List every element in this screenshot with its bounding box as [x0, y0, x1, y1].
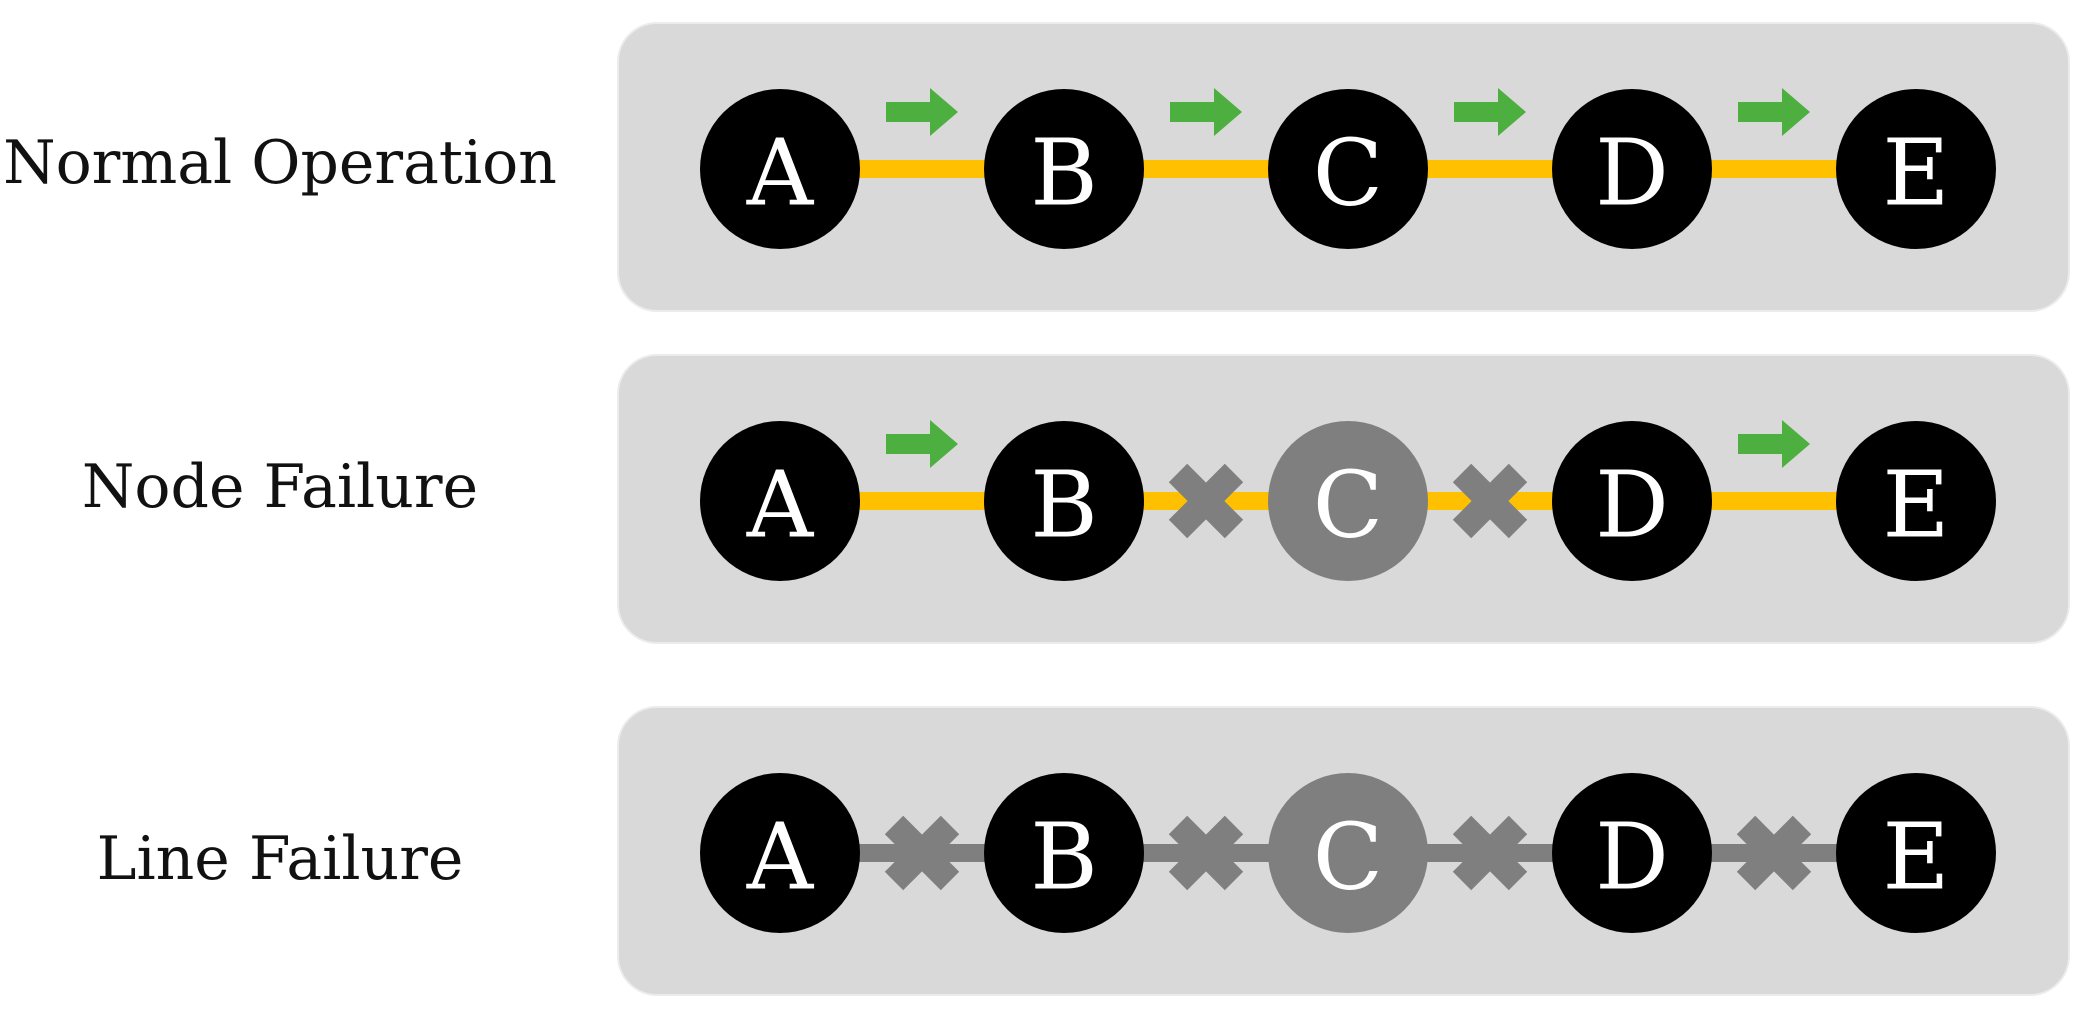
panel-line-failure: A B C D E	[617, 706, 2070, 996]
flow-arrow-icon	[1454, 88, 1526, 136]
node-letter: E	[1882, 804, 1949, 911]
panel-node-failure: A B C D E	[617, 354, 2070, 644]
node-circle	[984, 421, 1144, 581]
node-circle	[700, 421, 860, 581]
flow-arrow-icon	[1738, 420, 1810, 468]
node-letter: D	[1595, 120, 1669, 227]
node-circle	[984, 773, 1144, 933]
node-circle	[1552, 89, 1712, 249]
node-letter: E	[1882, 452, 1949, 559]
node-circle	[1268, 773, 1428, 933]
node-c: C	[1268, 421, 1428, 581]
chain-diagram-line-failure: A B C D E	[700, 773, 1996, 933]
flow-arrow-icon	[1170, 88, 1242, 136]
node-letter: A	[746, 804, 815, 911]
row-label-node-failure: Node Failure	[81, 452, 479, 522]
row-label-normal-operation: Normal Operation	[3, 128, 557, 198]
node-letter: C	[1313, 804, 1383, 911]
node-circle	[700, 773, 860, 933]
cross-icon	[1736, 815, 1812, 891]
node-d: D	[1552, 421, 1712, 581]
node-d: D	[1552, 89, 1712, 249]
node-b: B	[984, 89, 1144, 249]
node-circle	[1552, 773, 1712, 933]
chain-diagram-node-failure: A B C D E	[700, 420, 1996, 581]
node-circle	[1268, 421, 1428, 581]
node-circle	[1268, 89, 1428, 249]
node-circle	[1836, 773, 1996, 933]
cross-icon	[1168, 463, 1244, 539]
row-label-line-failure: Line Failure	[96, 824, 464, 894]
node-circle	[984, 89, 1144, 249]
node-letter: E	[1882, 120, 1949, 227]
node-a: A	[700, 773, 860, 933]
node-letter: D	[1595, 804, 1669, 911]
cross-icon	[1168, 815, 1244, 891]
node-circle	[1836, 89, 1996, 249]
node-letter: B	[1030, 452, 1098, 559]
node-circle	[700, 89, 860, 249]
node-letter: C	[1313, 120, 1383, 227]
node-d: D	[1552, 773, 1712, 933]
node-letter: B	[1030, 804, 1098, 911]
node-e: E	[1836, 421, 1996, 581]
cross-icon	[1452, 815, 1528, 891]
node-e: E	[1836, 89, 1996, 249]
node-a: A	[700, 89, 860, 249]
node-letter: B	[1030, 120, 1098, 227]
flow-arrow-icon	[886, 88, 958, 136]
cross-icon	[1452, 463, 1528, 539]
node-b: B	[984, 421, 1144, 581]
node-b: B	[984, 773, 1144, 933]
node-letter: C	[1313, 452, 1383, 559]
node-c: C	[1268, 89, 1428, 249]
node-c: C	[1268, 773, 1428, 933]
panel-normal-operation: A B C D E	[617, 22, 2070, 312]
chain-diagram-normal-operation: A B C D E	[700, 88, 1996, 249]
node-a: A	[700, 421, 860, 581]
node-letter: D	[1595, 452, 1669, 559]
node-e: E	[1836, 773, 1996, 933]
cross-icon	[884, 815, 960, 891]
node-circle	[1552, 421, 1712, 581]
node-letter: A	[746, 452, 815, 559]
flow-arrow-icon	[886, 420, 958, 468]
node-letter: A	[746, 120, 815, 227]
node-circle	[1836, 421, 1996, 581]
flow-arrow-icon	[1738, 88, 1810, 136]
